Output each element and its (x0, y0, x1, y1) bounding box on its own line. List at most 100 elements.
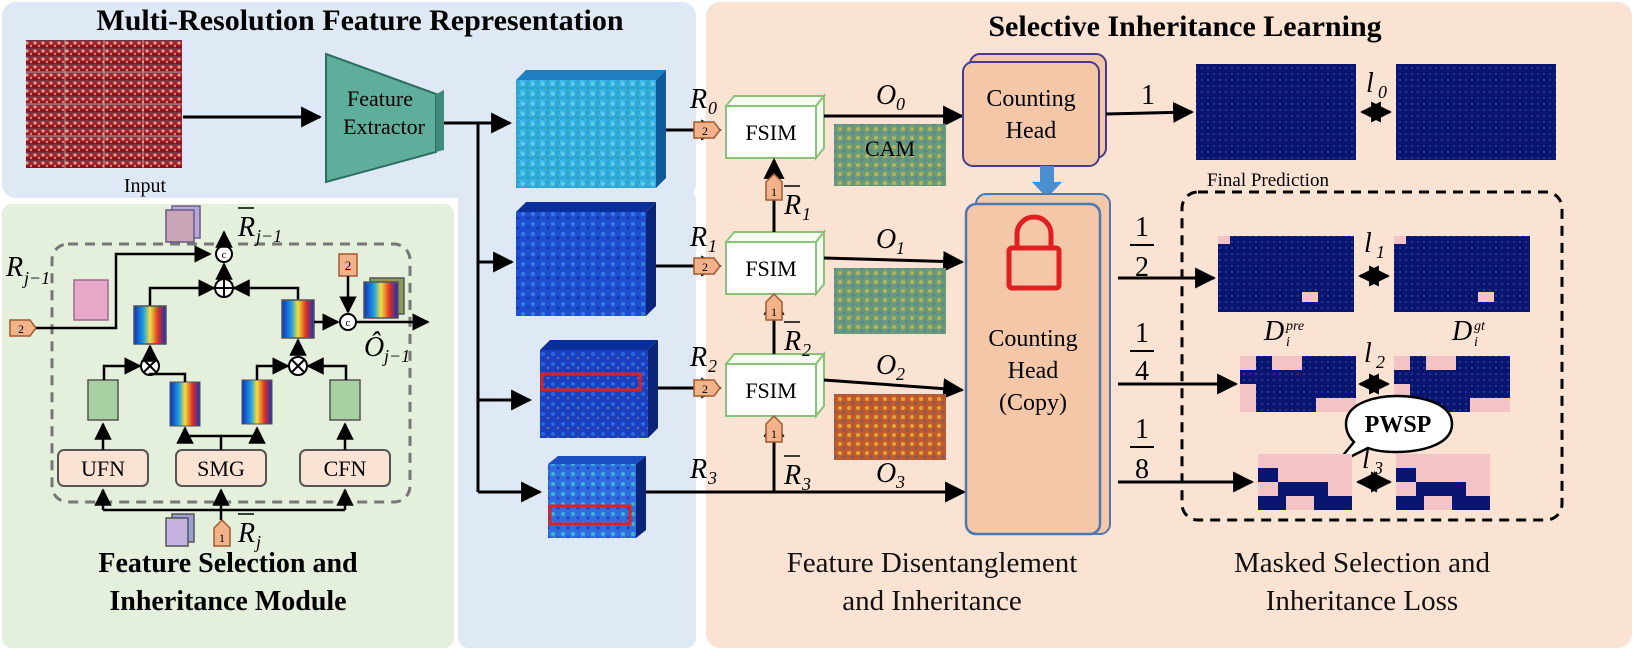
scale-quarter: 1 4 (1130, 318, 1154, 387)
input-label: Input (124, 175, 167, 197)
o0-sub: 0 (896, 94, 905, 114)
head-line1: Counting (986, 86, 1075, 112)
msil-caption-2: Inheritance Loss (1266, 585, 1458, 617)
pwsp-bubble: PWSP (1335, 394, 1454, 466)
gt-map-eighth (1396, 454, 1490, 510)
badge-2-r1-text: 2 (702, 260, 708, 274)
module-rj1-path (36, 245, 212, 330)
ufn-box: UFN (57, 449, 149, 487)
label-o1: O 1 (876, 224, 905, 258)
multiply-left (140, 356, 160, 376)
l2-sub: 2 (1376, 352, 1385, 372)
fsim-box-1: FSIM (723, 229, 827, 297)
loss-l0: l 0 (1366, 68, 1387, 102)
feature-cube-r2 (540, 340, 658, 438)
scale-1: 1 (1141, 80, 1155, 111)
module-badge-1-bottom: 1 (213, 518, 231, 547)
module-badge-2-left: 2 (9, 319, 37, 337)
rj1-sub: j−1 (22, 268, 50, 288)
rbar-j1-sub: j−1 (254, 226, 282, 246)
lock-icon (1006, 214, 1062, 291)
badge-2-r0-text: 2 (702, 124, 708, 138)
module-right-feature (281, 299, 315, 339)
scale-half: 1 2 (1130, 212, 1154, 283)
ufn-feat-to-mul (102, 357, 142, 380)
module-rbar-j-label: R j (237, 513, 261, 552)
label-o3: O 3 (876, 458, 905, 492)
label-o2: O 2 (876, 350, 905, 384)
cam-label: CAM (865, 136, 915, 161)
copy-line2: Head (1008, 358, 1059, 384)
scale-eighth-den: 8 (1135, 454, 1149, 485)
module-ohat-label: Ô j−1 (364, 332, 410, 366)
gt-map-half (1394, 236, 1530, 312)
fsim-module-title-1: Feature Selection and (98, 548, 358, 579)
feature-cube-r0 (516, 70, 666, 188)
l3-sym: l (1362, 444, 1370, 475)
module-out-stack (363, 277, 405, 319)
smg-up (176, 426, 223, 450)
loss-l3: l 3 (1362, 444, 1383, 478)
smg-map-left (169, 381, 201, 427)
o1-sym: O (876, 224, 896, 255)
counting-head-copy: Counting Head (Copy) (964, 193, 1111, 536)
d-pre-sub: i (1286, 335, 1290, 350)
extractor-line1: Feature (347, 86, 413, 111)
module-ufn-feature (87, 379, 119, 421)
smg-map-right (241, 379, 273, 425)
d-gt-sub: i (1474, 335, 1478, 350)
r0-sym: R (689, 84, 707, 115)
r3-sub: 3 (707, 468, 717, 488)
r3-sym: R (689, 454, 707, 485)
label-r0: R 0 (689, 84, 717, 118)
copy-line1: Counting (988, 326, 1077, 352)
pred-map-quarter (1240, 356, 1356, 412)
pred-map-eighth (1258, 454, 1352, 510)
r2-sub: 2 (708, 356, 717, 376)
scale-eighth-num: 1 (1135, 414, 1149, 445)
smg-up-right (221, 426, 266, 444)
r0-sub: 0 (708, 98, 717, 118)
cam-image-1 (834, 268, 946, 334)
feature-cube-r1 (516, 202, 656, 316)
label-r3: R 3 (689, 454, 717, 488)
loss-dashed-box (1180, 190, 1564, 522)
badge-2-r2-text: 2 (702, 382, 708, 396)
multires-title: Multi-Resolution Feature Representation (96, 4, 623, 37)
module-bottom-stack (165, 513, 195, 547)
fsim-module-title-2: Inheritance Module (109, 586, 346, 617)
module-badge-2-left-text: 2 (18, 322, 24, 336)
o1-sub: 1 (896, 238, 905, 258)
r1-sym: R (689, 222, 707, 253)
selective-title: Selective Inheritance Learning (988, 10, 1381, 43)
l2-sym: l (1364, 338, 1372, 369)
module-badge-2-top: 2 (338, 253, 358, 277)
l1-sym: l (1364, 228, 1372, 259)
multiply-right (288, 356, 308, 376)
badge-2-r0: 2 (693, 121, 721, 139)
d-pre-sup: pre (1285, 319, 1304, 334)
ohat-sym: Ô (364, 332, 384, 363)
badge-2-r1: 2 (693, 257, 721, 275)
l3-sub: 3 (1373, 458, 1383, 478)
module-input-feature (73, 279, 109, 321)
final-prediction-label: Final Prediction (1207, 170, 1329, 191)
rbar-j1-sym: R (237, 212, 255, 243)
fsim-box-0: FSIM (723, 93, 827, 161)
fsim-1-label: FSIM (745, 256, 796, 281)
badge-1-b: 1 (765, 292, 783, 321)
rj1-sym: R (5, 252, 23, 283)
copy-down-arrow (1032, 166, 1062, 198)
module-rj1-label: R j−1 (5, 252, 50, 288)
fdi-caption-1: Feature Disentanglement (787, 547, 1078, 579)
rbar-j-sym: R (237, 518, 255, 549)
counting-head: Counting Head (962, 53, 1107, 167)
fsim-2-label: FSIM (745, 378, 796, 403)
d-pre-sym: D (1263, 316, 1284, 347)
l0-sub: 0 (1378, 82, 1387, 102)
r1-sub: 1 (708, 236, 717, 256)
l0-sym: l (1366, 68, 1374, 99)
panel-fsim-module (2, 204, 454, 648)
rbar-3-sub: 3 (801, 474, 811, 494)
